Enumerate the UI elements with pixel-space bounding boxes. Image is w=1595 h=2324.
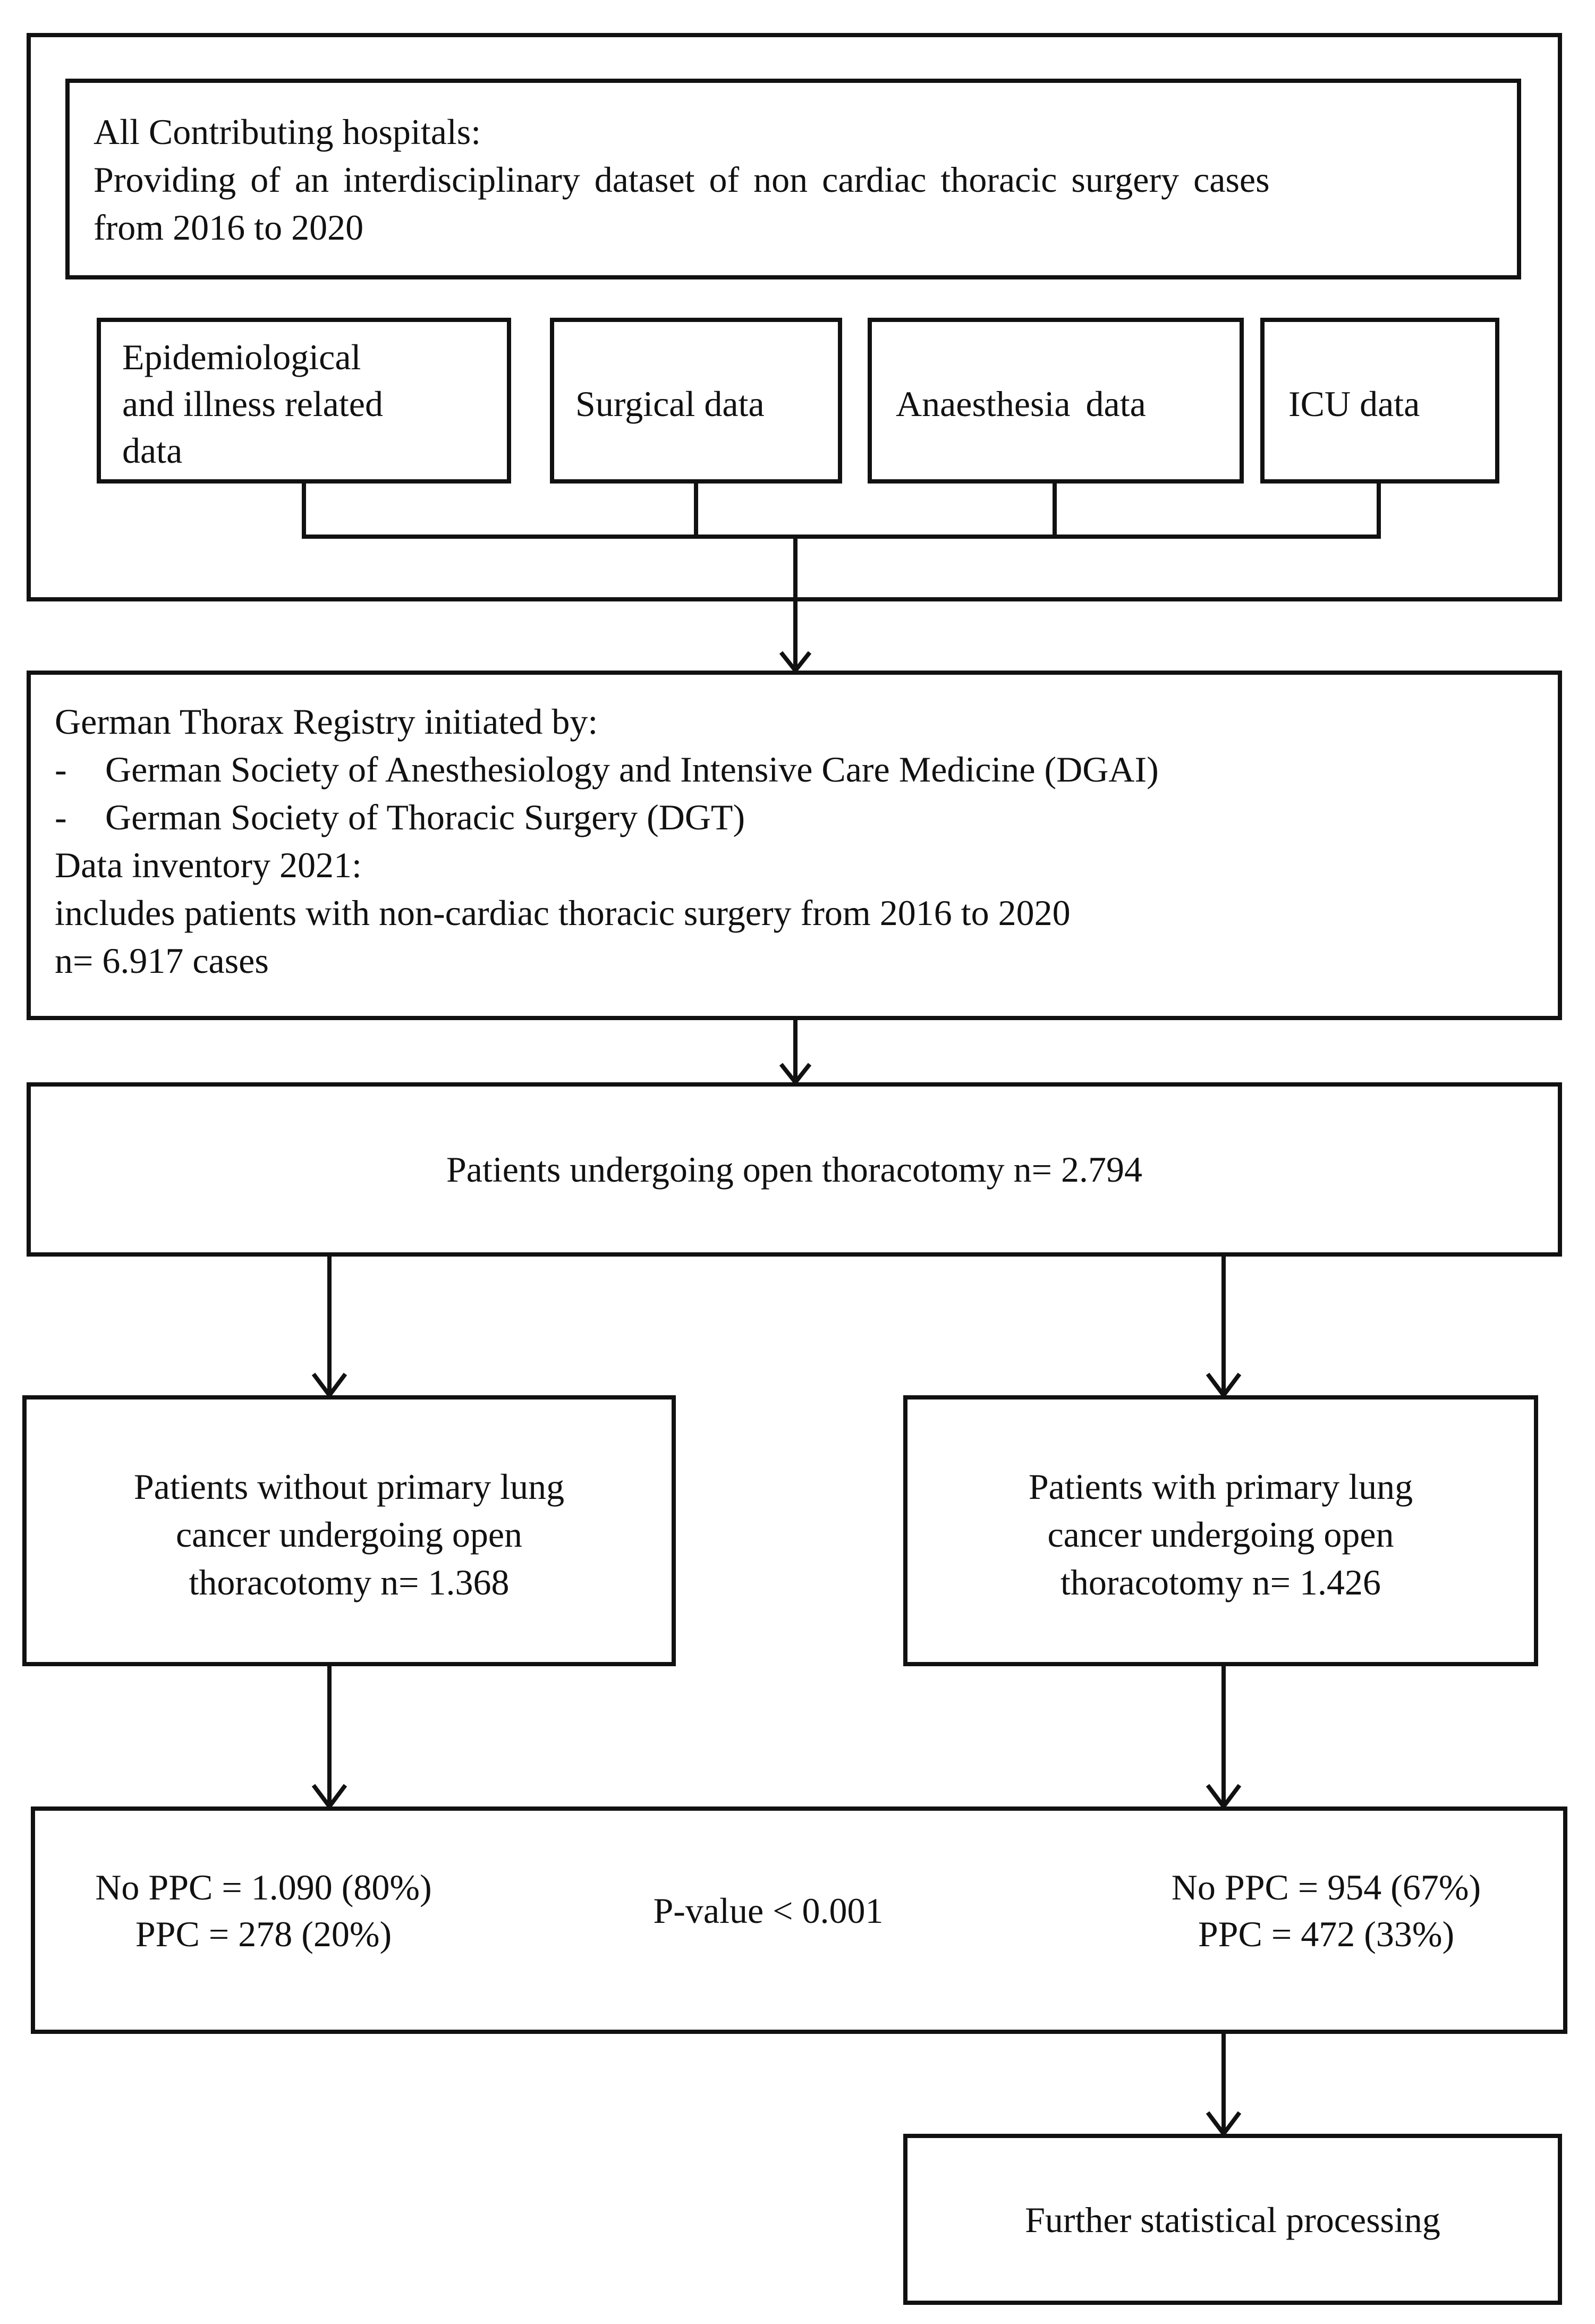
p-value: P-value < 0.001 bbox=[653, 1890, 884, 1931]
bullet-marker: - bbox=[55, 797, 67, 837]
registry-dgt: German Society of Thoracic Surgery (DGT) bbox=[105, 797, 745, 837]
with-cancer-line-1: Patients with primary lung bbox=[1028, 1466, 1413, 1507]
further-processing-label: Further statistical processing bbox=[1025, 2200, 1440, 2240]
epidemiological-line-3: data bbox=[122, 430, 183, 471]
registry-title: German Thorax Registry initiated by: bbox=[55, 701, 598, 742]
surgical-data-box: Surgical data bbox=[550, 318, 842, 484]
without-cancer-line-2: cancer undergoing open bbox=[175, 1514, 523, 1555]
hospitals-box: All Contributing hospitals: Providing of… bbox=[65, 79, 1521, 279]
with-lung-cancer-box: Patients with primary lung cancer underg… bbox=[903, 1395, 1538, 1666]
hospitals-title: All Contributing hospitals: bbox=[94, 112, 481, 152]
further-processing-box: Further statistical processing bbox=[903, 2134, 1562, 2305]
registry-inventory: Data inventory 2021: bbox=[55, 845, 362, 885]
without-cancer-line-1: Patients without primary lung bbox=[133, 1466, 565, 1507]
epidemiological-line-2: and illness related bbox=[122, 384, 383, 424]
epidemiological-line-1: Epidemiological bbox=[122, 337, 361, 377]
registry-box: German Thorax Registry initiated by: - G… bbox=[27, 671, 1562, 1020]
surgical-data-label: Surgical data bbox=[575, 384, 765, 424]
right-ppc: PPC = 472 (33%) bbox=[1198, 1914, 1455, 1954]
anaesthesia-data-box: Anaesthesia data bbox=[868, 318, 1244, 484]
without-lung-cancer-box: Patients without primary lung cancer und… bbox=[22, 1395, 676, 1666]
left-no-ppc: No PPC = 1.090 (80%) bbox=[95, 1867, 432, 1907]
registry-count: n= 6.917 cases bbox=[55, 940, 269, 981]
source-group-frame bbox=[27, 33, 1562, 601]
open-thoracotomy-label: Patients undergoing open thoracotomy n= … bbox=[446, 1149, 1143, 1190]
registry-dgai: German Society of Anesthesiology and Int… bbox=[105, 749, 1159, 790]
open-thoracotomy-box: Patients undergoing open thoracotomy n= … bbox=[27, 1082, 1562, 1257]
bullet-marker: - bbox=[55, 749, 67, 790]
with-cancer-line-3: thoracotomy n= 1.426 bbox=[1060, 1562, 1381, 1602]
registry-includes: includes patients with non-cardiac thora… bbox=[55, 893, 1071, 933]
epidemiological-data-box: Epidemiological and illness related data bbox=[97, 318, 511, 484]
anaesthesia-data-label: Anaesthesia data bbox=[896, 384, 1146, 424]
without-cancer-line-3: thoracotomy n= 1.368 bbox=[189, 1562, 510, 1602]
outcomes-box: No PPC = 1.090 (80%) PPC = 278 (20%) P-v… bbox=[31, 1806, 1567, 2034]
hospitals-description: Providing of an interdisciplinary datase… bbox=[94, 159, 1270, 200]
hospitals-years: from 2016 to 2020 bbox=[94, 207, 364, 248]
icu-data-box: ICU data bbox=[1260, 318, 1499, 484]
left-ppc: PPC = 278 (20%) bbox=[135, 1914, 392, 1954]
with-cancer-line-2: cancer undergoing open bbox=[1047, 1514, 1394, 1555]
icu-data-label: ICU data bbox=[1288, 384, 1420, 424]
right-no-ppc: No PPC = 954 (67%) bbox=[1171, 1867, 1481, 1907]
